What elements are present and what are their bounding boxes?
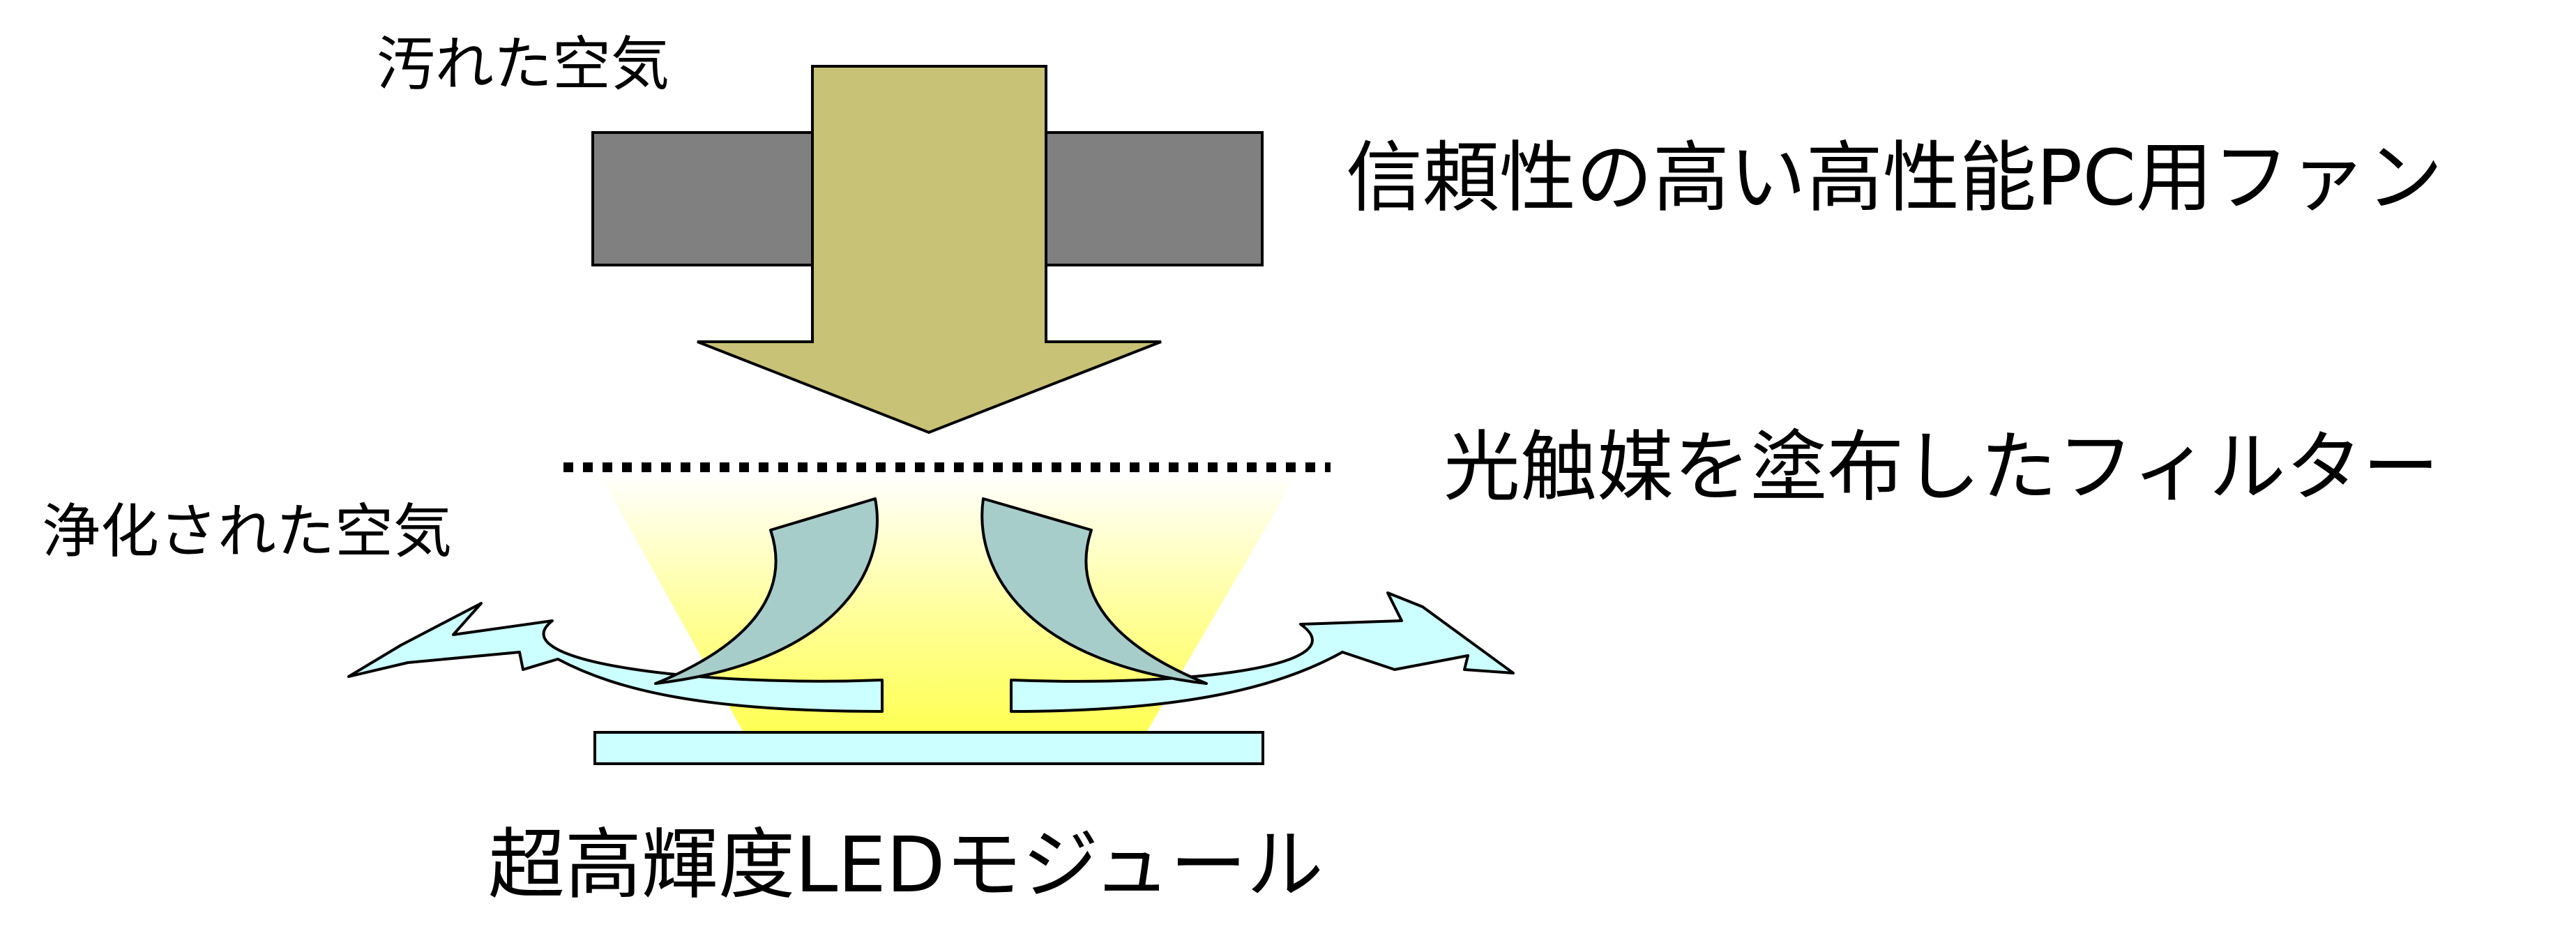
inner-curved-arrow-left (654, 497, 879, 685)
filter-label: 光触媒を塗布したフィルター (1444, 423, 2439, 512)
led-module (593, 731, 1264, 765)
down-arrow (697, 65, 1162, 435)
inner-curved-arrow-right (980, 497, 1208, 685)
fan-label: 信頼性の高い高性能PC用ファン (1346, 133, 2444, 222)
outer-arrow-left (347, 602, 884, 713)
led-module-label: 超高輝度LEDモジュール (488, 820, 1324, 909)
clean-air-label: 浄化された空気 (42, 497, 453, 566)
dirty-air-label: 汚れた空気 (377, 30, 670, 98)
